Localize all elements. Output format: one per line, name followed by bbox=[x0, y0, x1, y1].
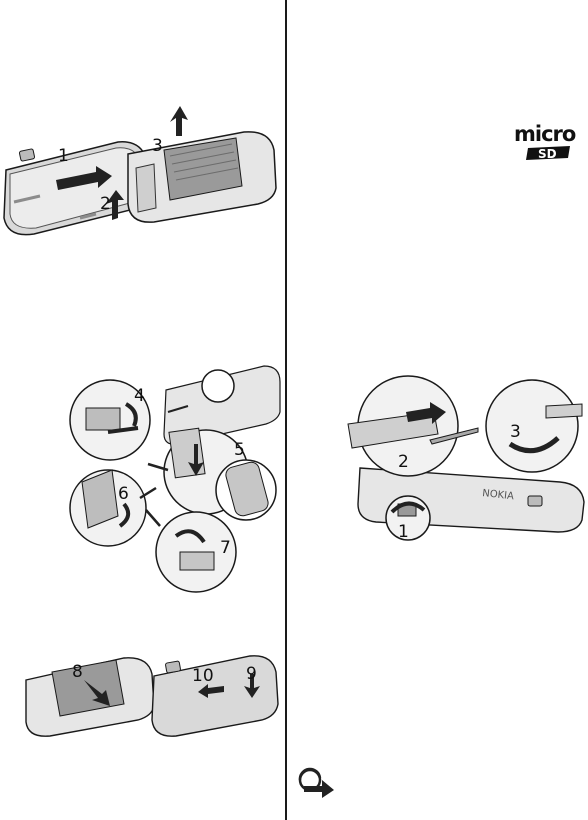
tip-icon bbox=[296, 766, 338, 798]
lift-battery-illustration bbox=[124, 112, 280, 222]
step-number: 7 bbox=[220, 540, 231, 557]
insert-memory-card-illustration: NOKIA bbox=[346, 372, 586, 540]
step-number: 1 bbox=[58, 148, 69, 165]
insert-sim-card-illustration bbox=[68, 360, 282, 592]
replace-battery-and-cover-illustration bbox=[24, 650, 284, 736]
column-divider bbox=[285, 0, 287, 820]
step-number: 9 bbox=[246, 666, 257, 683]
microsd-logo-icon: micro SD bbox=[514, 124, 578, 164]
step-number: 10 bbox=[192, 668, 214, 685]
logo-badge: SD bbox=[538, 147, 557, 161]
step-number: 5 bbox=[234, 442, 245, 459]
step-number: 3 bbox=[152, 138, 163, 155]
step-number: 2 bbox=[100, 196, 111, 213]
step-number: 6 bbox=[118, 486, 129, 503]
step-number: 2 bbox=[398, 454, 409, 471]
step-number: 4 bbox=[134, 388, 145, 405]
step-number: 3 bbox=[510, 424, 521, 441]
step-number: 8 bbox=[72, 664, 83, 681]
step-number: 1 bbox=[398, 524, 409, 541]
